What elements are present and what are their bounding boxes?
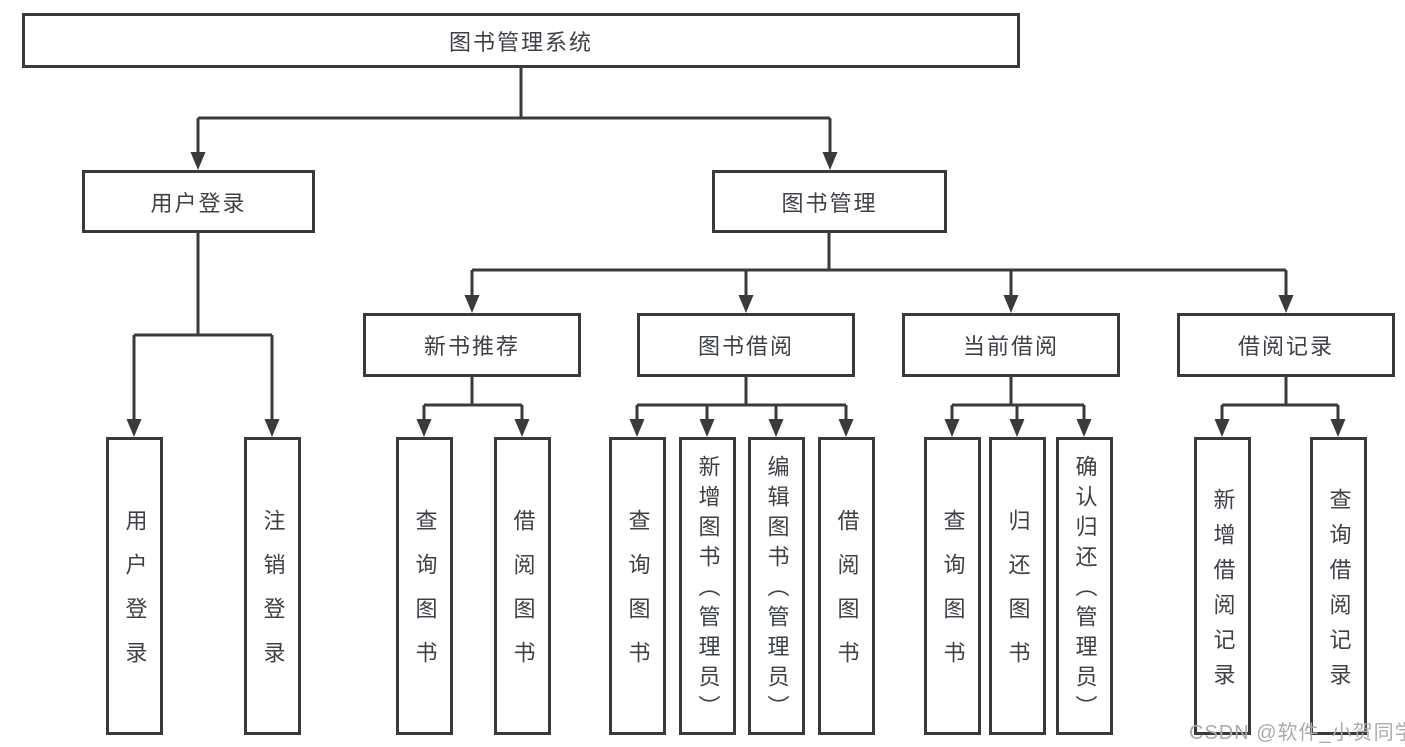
leaf-query-book-recommend: 查询图书 [396,437,453,735]
leaf-edit-book-admin-label: 编辑图书（管理员） [764,455,790,725]
node-book-borrow: 图书借阅 [637,313,855,377]
leaf-query-book-recommend-label: 查询图书 [412,509,438,685]
leaf-logout-label: 注销登录 [260,509,286,685]
leaf-query-borrow-record-label: 查询借阅记录 [1326,487,1352,698]
node-current-borrow-label: 当前借阅 [962,334,1059,359]
leaf-return-book-label: 归还图书 [1005,509,1031,685]
watermark: CSDN @软件_小贺同学 [1189,722,1405,744]
leaf-confirm-return-admin-label: 确认归还（管理员） [1072,455,1098,725]
node-book-management: 图书管理 [712,170,947,233]
leaf-confirm-return-admin: 确认归还（管理员） [1056,437,1113,735]
node-new-book-recommend: 新书推荐 [363,313,581,377]
leaf-borrow-book-label: 借阅图书 [834,509,860,685]
leaf-return-book: 归还图书 [989,437,1046,735]
leaf-query-book-borrow-label: 查询图书 [625,509,651,685]
leaf-add-borrow-record: 新增借阅记录 [1194,437,1251,735]
leaf-query-borrow-record: 查询借阅记录 [1310,437,1367,735]
arrowheads [126,152,1346,437]
leaf-query-book-current-label: 查询图书 [940,509,966,685]
leaf-query-book-borrow: 查询图书 [609,437,666,735]
node-current-borrow: 当前借阅 [902,313,1120,377]
root-node-system: 图书管理系统 [22,13,1020,68]
leaf-add-borrow-record-label: 新增借阅记录 [1210,487,1236,698]
node-book-borrow-label: 图书借阅 [697,334,794,359]
leaf-user-login: 用户登录 [106,437,163,735]
node-user-login: 用户登录 [82,170,315,233]
leaf-query-book-current: 查询图书 [924,437,981,735]
leaf-add-book-admin: 新增图书（管理员） [679,437,736,735]
leaf-borrow-book-recommend-label: 借阅图书 [510,509,536,685]
leaf-edit-book-admin: 编辑图书（管理员） [748,437,805,735]
node-borrow-record: 借阅记录 [1177,313,1395,377]
leaf-logout: 注销登录 [244,437,301,735]
node-new-book-recommend-label: 新书推荐 [423,334,520,359]
node-borrow-record-label: 借阅记录 [1237,334,1334,359]
node-user-login-label: 用户登录 [150,190,247,216]
leaf-user-login-label: 用户登录 [122,509,148,685]
root-node-label: 图书管理系统 [448,29,593,55]
leaf-add-book-admin-label: 新增图书（管理员） [695,455,721,725]
node-book-management-label: 图书管理 [781,190,878,216]
leaf-borrow-book-recommend: 借阅图书 [494,437,551,735]
leaf-borrow-book: 借阅图书 [818,437,875,735]
